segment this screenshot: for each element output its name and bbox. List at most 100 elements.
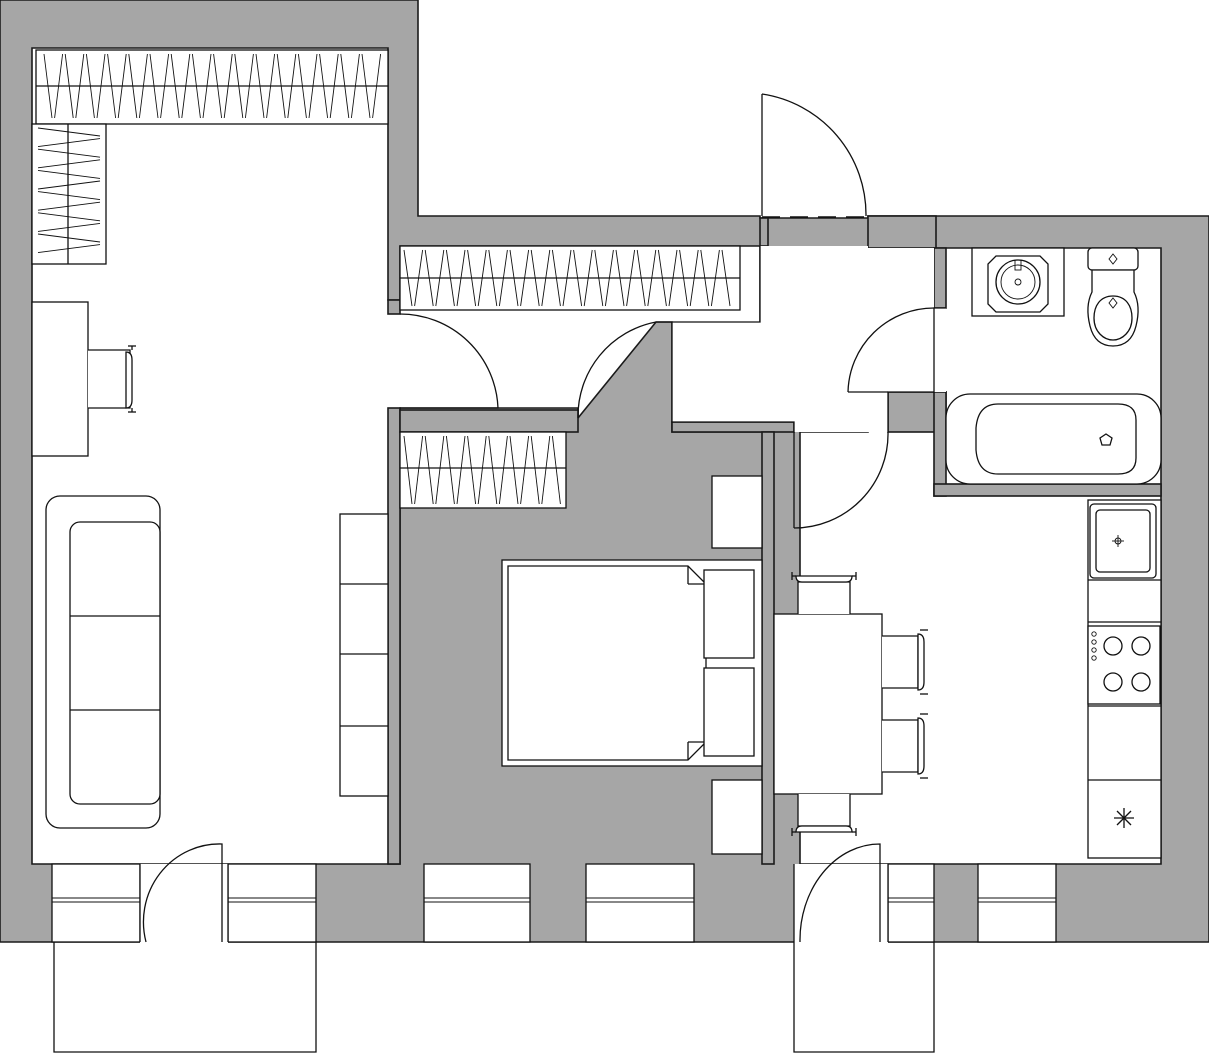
hanger-line xyxy=(117,53,127,119)
window-1 xyxy=(51,863,141,943)
hanger-line xyxy=(700,249,710,307)
wall-hall-top-right xyxy=(867,215,937,249)
hanger-line xyxy=(202,53,212,119)
wall-living-bedroom xyxy=(387,407,401,865)
double-bed xyxy=(501,559,763,767)
hanger-line xyxy=(615,249,625,307)
window-2 xyxy=(227,863,317,943)
hanger-line xyxy=(604,249,614,307)
hanger-line xyxy=(583,249,593,307)
wardrobe-top xyxy=(35,49,389,125)
kitchen-sink xyxy=(1089,503,1157,579)
wardrobe-bedroom xyxy=(399,431,567,509)
wall-hall-left xyxy=(759,217,769,247)
hanger-line xyxy=(520,249,530,307)
kitchen-door xyxy=(793,431,889,529)
wall-stub-upper xyxy=(387,299,401,315)
hanger-line xyxy=(403,435,413,505)
hanger-line xyxy=(255,53,265,119)
hanger-line xyxy=(721,249,731,307)
hanger-line xyxy=(43,53,53,119)
hanger-line xyxy=(488,249,498,307)
hanger-line xyxy=(37,212,101,222)
hanger-line xyxy=(626,249,636,307)
sofa xyxy=(45,495,161,829)
wall-bath-upper xyxy=(933,247,947,309)
hanger-line xyxy=(477,249,487,307)
hanger-line xyxy=(435,249,445,307)
living-room xyxy=(31,301,389,829)
hanger-line xyxy=(213,53,223,119)
balcony-left xyxy=(53,942,317,1053)
hanger-line xyxy=(509,249,519,307)
hanger-line xyxy=(668,249,678,307)
windows xyxy=(51,863,1057,943)
window-6 xyxy=(977,863,1057,943)
hanger-line xyxy=(107,53,117,119)
hanger-line xyxy=(308,53,318,119)
pillow-top xyxy=(703,569,755,659)
hallway-floor xyxy=(672,246,946,432)
hanger-line xyxy=(96,53,106,119)
hanger-line xyxy=(37,244,101,254)
balcony-right xyxy=(793,942,935,1053)
hanger-line xyxy=(456,249,466,307)
hanger-line xyxy=(85,53,95,119)
hanger-line xyxy=(37,233,101,243)
hanger-line xyxy=(149,53,159,119)
hanger-line xyxy=(37,201,101,211)
hanger-line xyxy=(498,249,508,307)
bookshelf xyxy=(339,513,389,797)
hanger-line xyxy=(64,53,74,119)
hanger-line xyxy=(297,53,307,119)
hanger-line xyxy=(191,53,201,119)
window-4 xyxy=(585,863,695,943)
dining-chair-top xyxy=(791,572,857,614)
hanger-line xyxy=(689,249,699,307)
dining-chair-bottom xyxy=(791,794,857,836)
hanger-line xyxy=(37,148,101,158)
hanger-line xyxy=(266,53,276,119)
hanger-line xyxy=(456,435,466,505)
hanger-line xyxy=(170,53,180,119)
hanger-line xyxy=(234,53,244,119)
wall-bedroom-kitchen xyxy=(761,431,775,865)
hanger-line xyxy=(75,53,85,119)
hanger-line xyxy=(244,53,254,119)
wall-bedroom-top-right xyxy=(671,421,795,433)
stove xyxy=(1087,625,1161,705)
hanger-line xyxy=(435,435,445,505)
wardrobe-left xyxy=(31,123,107,265)
hanger-line xyxy=(636,249,646,307)
hanger-line xyxy=(350,53,360,119)
hanger-line xyxy=(530,249,540,307)
kitchen xyxy=(773,499,1162,859)
hanger-line xyxy=(467,435,477,505)
sofa-seat xyxy=(69,521,161,805)
balcony-door-left xyxy=(142,843,223,943)
hanger-line xyxy=(647,249,657,307)
hanger-line xyxy=(276,53,286,119)
hanger-line xyxy=(128,53,138,119)
hanger-line xyxy=(679,249,689,307)
hanger-line xyxy=(340,53,350,119)
hanger-line xyxy=(424,435,434,505)
hanger-line xyxy=(37,138,101,148)
hanger-line xyxy=(37,222,101,232)
hanger-line xyxy=(710,249,720,307)
wall-bath-bottom xyxy=(933,483,1162,497)
hanger-line xyxy=(551,435,561,505)
hanger-line xyxy=(37,169,101,179)
wall-bath-side xyxy=(933,391,947,497)
hanger-line xyxy=(488,435,498,505)
bedroom xyxy=(501,475,763,855)
hanger-line xyxy=(445,249,455,307)
hanger-line xyxy=(372,53,382,119)
hanger-line xyxy=(467,249,477,307)
hanger-line xyxy=(594,249,604,307)
bathroom-door xyxy=(847,307,935,393)
hanger-line xyxy=(541,435,551,505)
hanger-line xyxy=(160,53,170,119)
bathroom-sink xyxy=(971,247,1065,317)
